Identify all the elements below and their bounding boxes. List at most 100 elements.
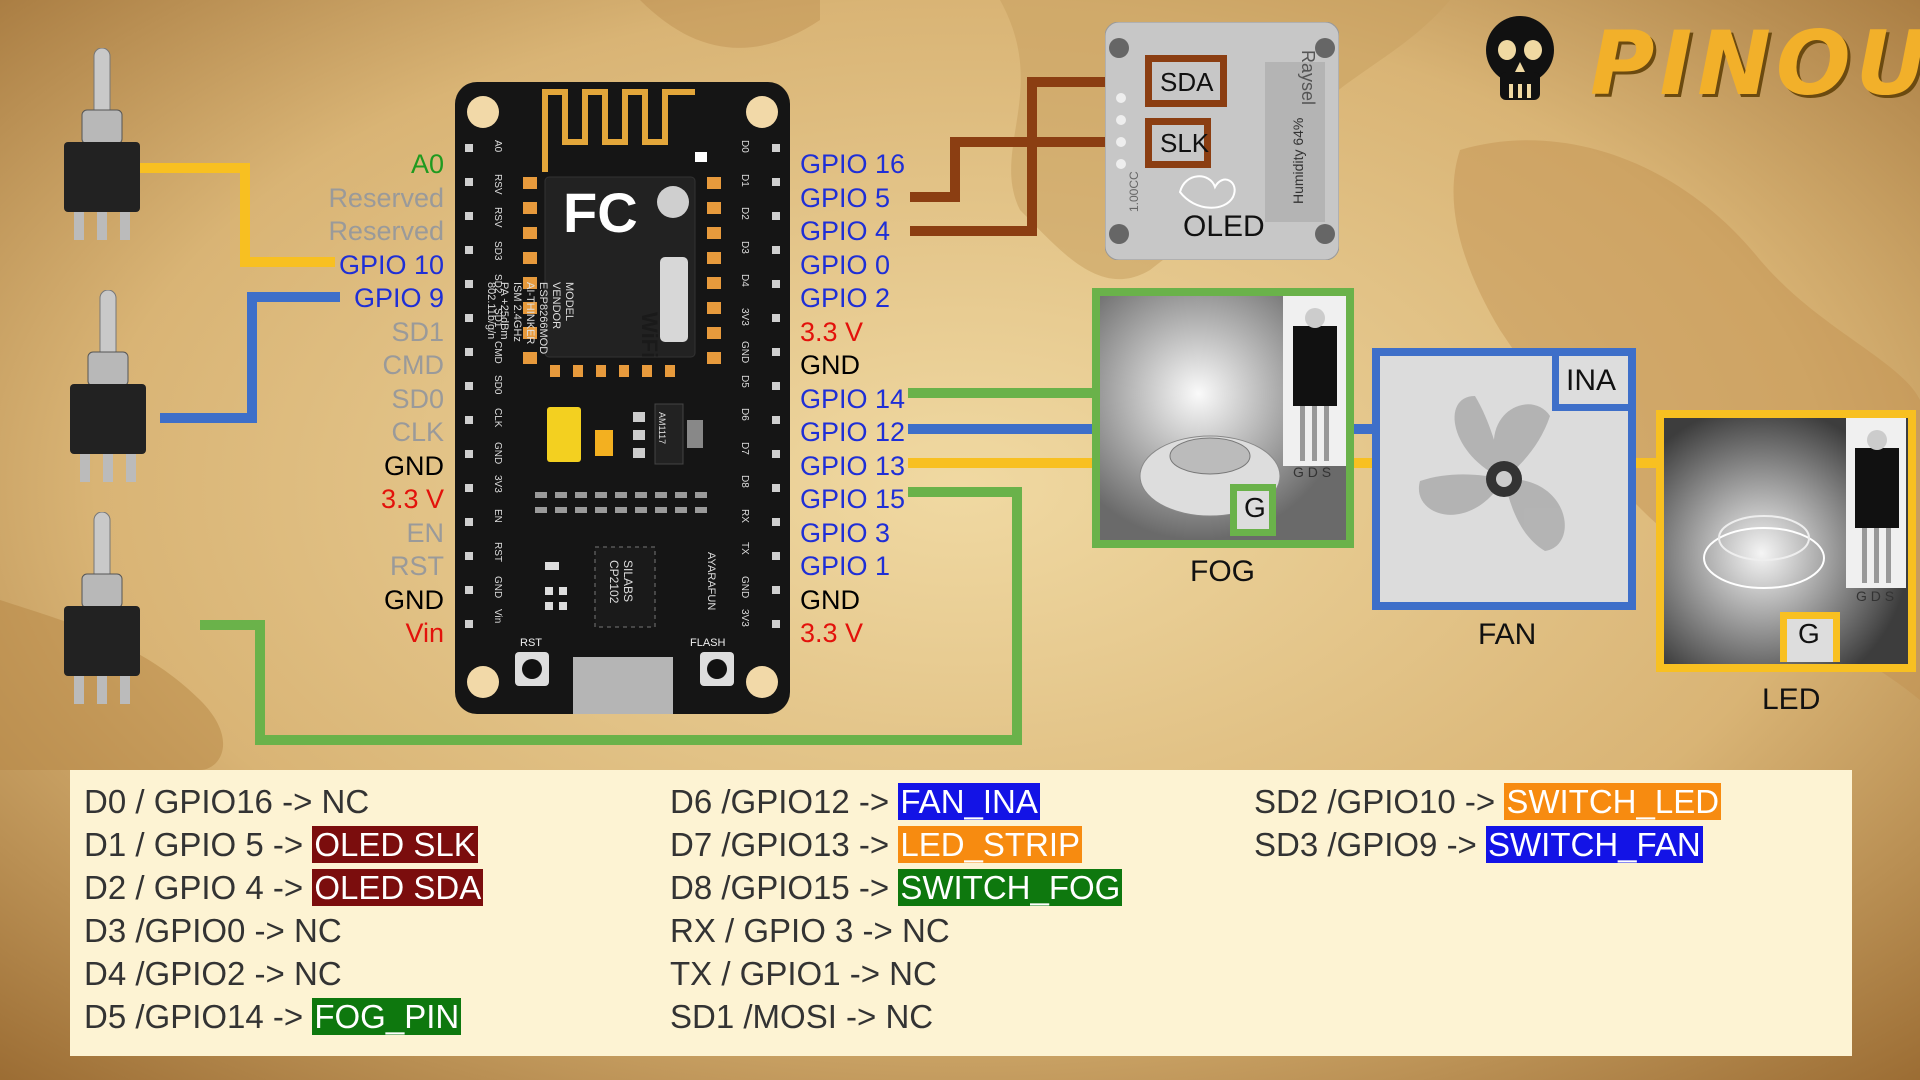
right-pin-label: GPIO 14 [800, 383, 906, 414]
legend-row-text: D7 /GPIO13 -> [670, 826, 899, 863]
regulator-label: AM1117 [657, 412, 667, 445]
silk-label: GND [739, 341, 750, 364]
legend-row: SD2 /GPIO10 -> SWITCH_LED [1254, 782, 1722, 822]
left-pin-label: GND [384, 584, 444, 615]
silk-label: D1 [739, 173, 750, 187]
left-pin-label: GND [384, 450, 444, 481]
led-mosfet-pins: G D S [1856, 588, 1895, 604]
left-pin-label: A0 [410, 149, 444, 179]
left-pin-label: CMD [382, 350, 445, 380]
right-pin-label: GPIO 16 [800, 149, 906, 179]
fan-ina-label: INA [1566, 364, 1617, 397]
right-pin-label: GPIO 4 [800, 216, 891, 246]
silk-label: RX [739, 508, 750, 523]
module-text-line: ISM 2.4GHz [511, 282, 523, 342]
silk-label: D4 [739, 274, 750, 287]
right-pin-label: GPIO 13 [800, 450, 906, 481]
legend-row-text: SD3 /GPIO9 -> [1254, 826, 1486, 863]
oled-slk-pin-box [1145, 118, 1211, 168]
legend-row-text: D2 / GPIO 4 -> [84, 869, 313, 906]
toggle-switch-led [52, 47, 152, 243]
left-pin-label: CLK [391, 417, 444, 447]
wire-switch-fan [160, 292, 340, 423]
left-pin-label: EN [406, 517, 444, 548]
wire-switch-led [140, 163, 335, 267]
module-text-line: ESP8266MOD [537, 282, 549, 355]
led-label: LED [1762, 683, 1821, 716]
legend-highlight: SWITCH_FAN [1486, 826, 1703, 863]
oled-module: Raysel Humidity 64% 1.00CC OLED [1104, 21, 1340, 261]
oled-sensor-text: Humidity 64% [1290, 117, 1306, 204]
legend-row-text: D8 /GPIO15 -> [670, 869, 899, 906]
legend-row: D5 /GPIO14 -> FOG_PIN [84, 997, 462, 1037]
legend-row-text: RX / GPIO 3 -> NC [670, 912, 950, 949]
silk-label: 3V3 [739, 307, 750, 326]
legend-row: SD3 /GPIO9 -> SWITCH_FAN [1254, 825, 1703, 865]
module-text-line: AI-THINKER [524, 282, 536, 345]
silk-label: SD2 [492, 274, 503, 294]
left-pin-label: SD1 [391, 316, 444, 347]
silk-label: RST [492, 542, 503, 562]
left-pin-label: Vin [405, 618, 444, 648]
brand-label: AYARAFUN [705, 552, 717, 611]
left-pin-label: SD0 [391, 383, 444, 414]
oled-brand-text: Raysel [1298, 50, 1318, 106]
legend-row-text: SD1 /MOSI -> NC [670, 998, 934, 1035]
left-pin-label: GPIO 9 [353, 283, 444, 313]
fan-ina-box [1552, 356, 1628, 411]
legend-row-text: D5 /GPIO14 -> [84, 998, 313, 1035]
silk-label: SD0 [492, 374, 503, 394]
right-pin-label: GND [800, 350, 860, 380]
silk-label: D7 [739, 441, 750, 455]
right-pin-label: GPIO 3 [800, 517, 891, 548]
legend-row: D1 / GPIO 5 -> OLED SLK [84, 825, 478, 865]
right-pin-label: 3.3 V [800, 316, 864, 347]
module-text-line: VENDOR [550, 282, 562, 330]
fan-label: FAN [1478, 618, 1537, 651]
wire-switch-fog [200, 487, 1022, 745]
silk-label: D0 [739, 140, 750, 153]
right-pin-label: GPIO 0 [800, 249, 891, 280]
legend-row: D4 /GPIO2 -> NC [84, 954, 342, 994]
left-pin-label: GPIO 10 [338, 249, 444, 280]
right-pin-label: GND [800, 584, 860, 615]
silk-label: D8 [739, 475, 750, 488]
silk-label: SD1 [492, 307, 503, 327]
left-pin-label: Reserved [328, 216, 444, 246]
led-gate-label: G [1798, 618, 1820, 649]
legend-row: D0 / GPIO16 -> NC [84, 782, 369, 822]
fog-module: G D S G [1092, 288, 1354, 548]
silk-label: RSV [492, 173, 503, 195]
legend-row-text: TX / GPIO1 -> NC [670, 955, 937, 992]
fog-label: FOG [1190, 555, 1255, 588]
oled-top-text: 1.00CC [1127, 171, 1141, 212]
fog-mosfet-pins: G D S [1293, 464, 1332, 480]
left-pin-label: Reserved [328, 182, 444, 213]
silk-label: Vin [492, 609, 503, 624]
right-pin-label: GPIO 12 [800, 417, 906, 447]
led-gate-box [1780, 612, 1840, 662]
board-logo-fc: FC [563, 181, 638, 244]
toggle-switch-fog [52, 511, 152, 707]
right-pin-label: GPIO 2 [800, 283, 891, 313]
legend-row: TX / GPIO1 -> NC [670, 954, 937, 994]
silk-label: GND [492, 441, 503, 464]
oled-label: OLED [1183, 210, 1265, 243]
legend-row: D3 /GPIO0 -> NC [84, 911, 342, 951]
silk-label: GND [739, 575, 750, 598]
legend-row-text: D6 /GPIO12 -> [670, 783, 899, 820]
right-pin-label: GPIO 15 [800, 484, 906, 514]
silk-label: D5 [739, 374, 750, 388]
legend-highlight: SWITCH_LED [1504, 783, 1722, 820]
silk-label: 3V3 [492, 475, 503, 493]
legend-row: D2 / GPIO 4 -> OLED SDA [84, 868, 484, 908]
fog-gate-box [1230, 484, 1276, 536]
legend-row: D8 /GPIO15 -> SWITCH_FOG [670, 868, 1123, 908]
silk-label: CLK [492, 408, 503, 428]
silk-label: TX [739, 542, 750, 555]
legend-highlight: OLED SLK [312, 826, 478, 863]
silk-label: GND [492, 575, 503, 598]
legend-highlight: SWITCH_FOG [898, 869, 1123, 906]
